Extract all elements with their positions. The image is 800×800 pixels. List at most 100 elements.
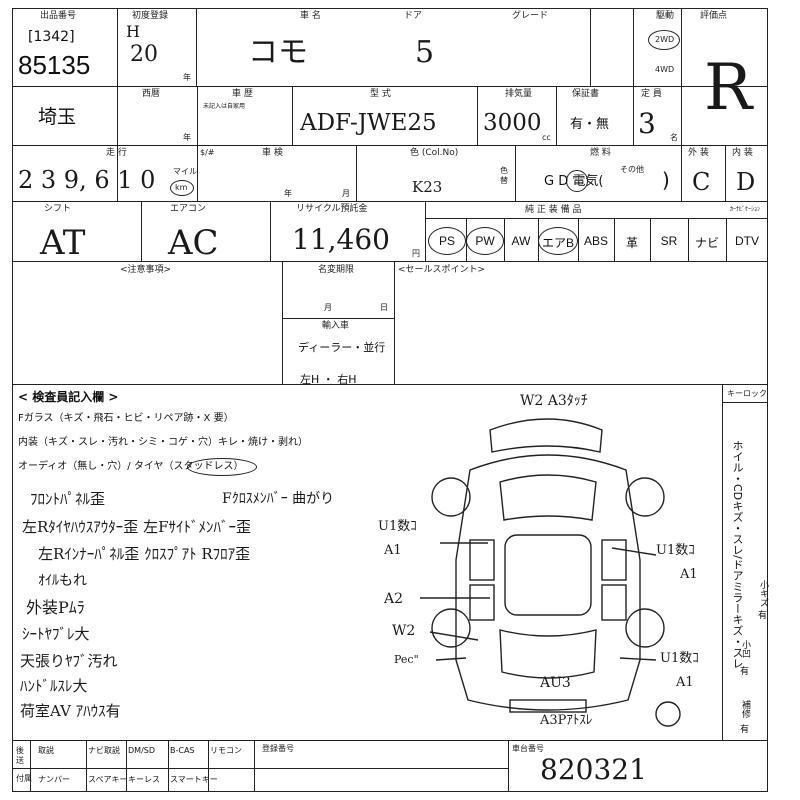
color-change-label: 色替 bbox=[500, 166, 508, 185]
shift: AT bbox=[40, 223, 86, 263]
aircon: AC bbox=[168, 223, 219, 263]
capacity-label: 定 員 bbox=[641, 89, 662, 99]
equipment-item: ナビ bbox=[694, 236, 719, 250]
recycle-fee: 11,460 bbox=[292, 223, 390, 256]
footer-item: DM/SD bbox=[128, 746, 155, 755]
inspector-title: < 検査員記入欄 > bbox=[18, 390, 119, 404]
name-change-month: 月 bbox=[324, 303, 332, 312]
equipment-divider bbox=[538, 218, 540, 261]
model-code: ADF-JWE25 bbox=[300, 110, 437, 136]
note-line: 外装Pﾑﾗ bbox=[26, 598, 85, 617]
diagram-right-u1: U1数ｺ bbox=[656, 543, 695, 558]
drive-4wd: 4WD bbox=[655, 65, 675, 74]
glass-line: Fガラス（キズ・飛石・ヒビ・リペア跡・X 要） bbox=[18, 413, 234, 424]
chassis-label: 車台番号 bbox=[512, 744, 544, 753]
interior-grade: D bbox=[736, 168, 756, 196]
door-rear-right bbox=[601, 584, 627, 621]
roof bbox=[504, 534, 592, 616]
nen-label: 年 bbox=[183, 133, 191, 142]
footer-item: ナビ取説 bbox=[88, 746, 120, 755]
diagram-right-a1: A1 bbox=[680, 567, 698, 582]
door-front-right bbox=[601, 539, 627, 581]
fuel-label: 燃 料 bbox=[590, 148, 611, 158]
car-body-outline bbox=[455, 454, 641, 711]
aircon-label: エアコン bbox=[170, 204, 207, 214]
handle-label: 左H ・ 右H bbox=[300, 373, 357, 386]
door-label: ドア bbox=[404, 11, 423, 21]
diagram-left-u1: U1数ｺ bbox=[378, 519, 417, 534]
mileage-unit-mile: マイル bbox=[173, 167, 197, 176]
pointer-right-1 bbox=[611, 547, 657, 556]
wheel-front-left bbox=[431, 477, 471, 517]
recycle-label: リサイクル預託金 bbox=[296, 204, 368, 214]
hood bbox=[499, 474, 597, 521]
displacement: 3000 bbox=[483, 110, 542, 136]
interior-label: 内 装 bbox=[732, 148, 753, 158]
inspection-year-label: 年 bbox=[284, 189, 292, 198]
lot-number: 85135 bbox=[18, 50, 91, 80]
era-value: H bbox=[126, 22, 140, 41]
drive-label: 駆動 bbox=[656, 11, 675, 21]
small-scratch-label: 小キズ bbox=[758, 580, 768, 607]
interior-condition-line: 内装（キズ・スレ・汚れ・シミ・コゲ・穴）キレ・焼け・剥れ） bbox=[18, 437, 308, 448]
drive-2wd-circle bbox=[648, 30, 680, 50]
fuel-options: G D 電気( bbox=[544, 174, 604, 189]
equipment-item: 革 bbox=[625, 236, 638, 250]
exterior-label: 外 装 bbox=[688, 148, 709, 158]
footer-divider bbox=[254, 740, 256, 792]
studless-circle bbox=[187, 458, 257, 476]
reg-no-label: 登録番号 bbox=[262, 744, 294, 753]
footer-label-2: 付属 bbox=[16, 774, 32, 783]
equipment-divider bbox=[466, 218, 468, 261]
wheel-rear-left bbox=[431, 608, 471, 648]
sales-point-label: <セールスポイント> bbox=[398, 265, 486, 275]
diagram-left-a2: A2 bbox=[384, 591, 404, 607]
inspection-label: 車 検 bbox=[262, 148, 283, 158]
car-name: コモ bbox=[248, 35, 308, 70]
footer-divider bbox=[126, 740, 128, 792]
equipment-label: 純 正 装 備 品 bbox=[525, 205, 582, 215]
small-dent-label: 小凹 bbox=[740, 640, 750, 658]
fuel-close-paren: ) bbox=[662, 168, 670, 192]
note-line: ﾌﾛﾝﾄﾊﾟﾈﾙ歪 bbox=[30, 490, 106, 508]
repair-ari: 有 bbox=[740, 725, 750, 735]
mileage-label: 走 行 bbox=[106, 148, 127, 158]
name-change-label: 名変期限 bbox=[318, 265, 355, 275]
equipment-divider bbox=[726, 218, 728, 261]
footer-item: リモコン bbox=[210, 746, 242, 755]
car-name-label: 車 名 bbox=[300, 11, 321, 21]
equipment-divider bbox=[578, 218, 580, 261]
equipment-item: ABS bbox=[583, 234, 608, 248]
km-circle bbox=[170, 180, 194, 196]
first-reg-label: 初度登録 bbox=[132, 11, 169, 21]
footer-item: ナンバー bbox=[38, 775, 70, 784]
audio-tire-line: オーディオ（無し・穴）/ タイヤ（スタッドレス） bbox=[18, 461, 244, 472]
small-dent-ari: 有 bbox=[740, 667, 750, 677]
footer-label: 後送 bbox=[16, 746, 24, 765]
diagram-left-a1: A1 bbox=[384, 543, 402, 558]
chassis-number: 820321 bbox=[540, 753, 647, 786]
month-label: 年 bbox=[183, 73, 191, 82]
pointer-right-2 bbox=[619, 657, 657, 661]
wheel-front-right bbox=[625, 477, 665, 517]
footer-divider bbox=[208, 740, 210, 792]
note-line: 荷室AV ｱﾊｳｽ有 bbox=[20, 702, 121, 720]
doors-value: 5 bbox=[415, 35, 435, 70]
front-bumper bbox=[489, 418, 603, 453]
mileage-unit-km: km bbox=[175, 183, 188, 192]
displacement-label: 排気量 bbox=[505, 89, 533, 99]
equipment-divider bbox=[650, 218, 652, 261]
pointer-left-4 bbox=[435, 657, 467, 661]
exterior-grade: C bbox=[692, 168, 711, 196]
warranty-label: 保証書 bbox=[572, 89, 600, 99]
dollar-mark: $/# bbox=[200, 148, 215, 157]
fuel-d-circle bbox=[566, 170, 588, 192]
equipment-item: SR bbox=[660, 234, 678, 248]
capacity-unit: 名 bbox=[670, 133, 678, 142]
seireki-label: 西暦 bbox=[142, 89, 161, 99]
history-label: 車 歴 bbox=[232, 89, 253, 99]
note-line: ｵｲﾙもれ bbox=[38, 573, 87, 589]
grade-label: グレード bbox=[512, 11, 549, 21]
mileage: 2 3 9, 6 1 0 bbox=[18, 166, 156, 194]
